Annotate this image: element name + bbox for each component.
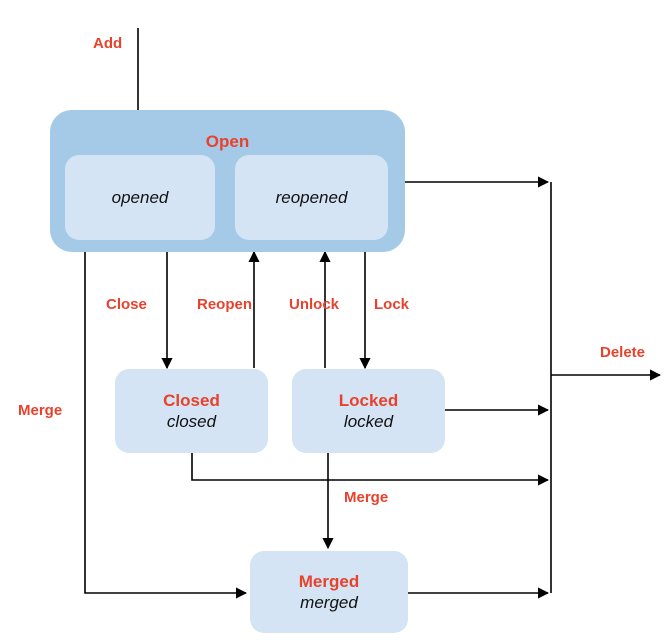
state-merged-title: Merged — [298, 572, 360, 591]
state-merged[interactable]: Merged merged — [250, 551, 408, 633]
edge-label-merge-left: Merge — [18, 402, 63, 419]
state-merged-value: merged — [300, 593, 358, 612]
edge-closed-to-collector — [191, 452, 550, 486]
state-locked-title: Locked — [338, 391, 399, 410]
edge-label-close: Close — [106, 296, 147, 313]
edge-label-reopen: Reopen — [197, 296, 253, 313]
edge-label-delete: Delete — [600, 344, 646, 361]
state-reopened-value: reopened — [275, 188, 348, 207]
state-locked-value: locked — [343, 412, 394, 431]
edge-label-unlock: Unlock — [289, 296, 340, 313]
state-closed-value: closed — [166, 412, 217, 431]
edge-label-merge-center: Merge — [344, 489, 389, 506]
edge-label-add: Add — [93, 35, 123, 52]
state-reopened[interactable]: reopened — [235, 155, 388, 240]
state-opened[interactable]: opened — [65, 155, 215, 240]
state-locked[interactable]: Locked locked — [292, 369, 445, 453]
edge-label-lock: Lock — [374, 296, 410, 313]
state-closed-title: Closed — [163, 391, 220, 410]
state-closed[interactable]: Closed closed — [115, 369, 268, 453]
group-open-label: Open — [205, 132, 250, 151]
state-opened-value: opened — [111, 188, 169, 207]
edge-merge-left — [84, 252, 248, 599]
